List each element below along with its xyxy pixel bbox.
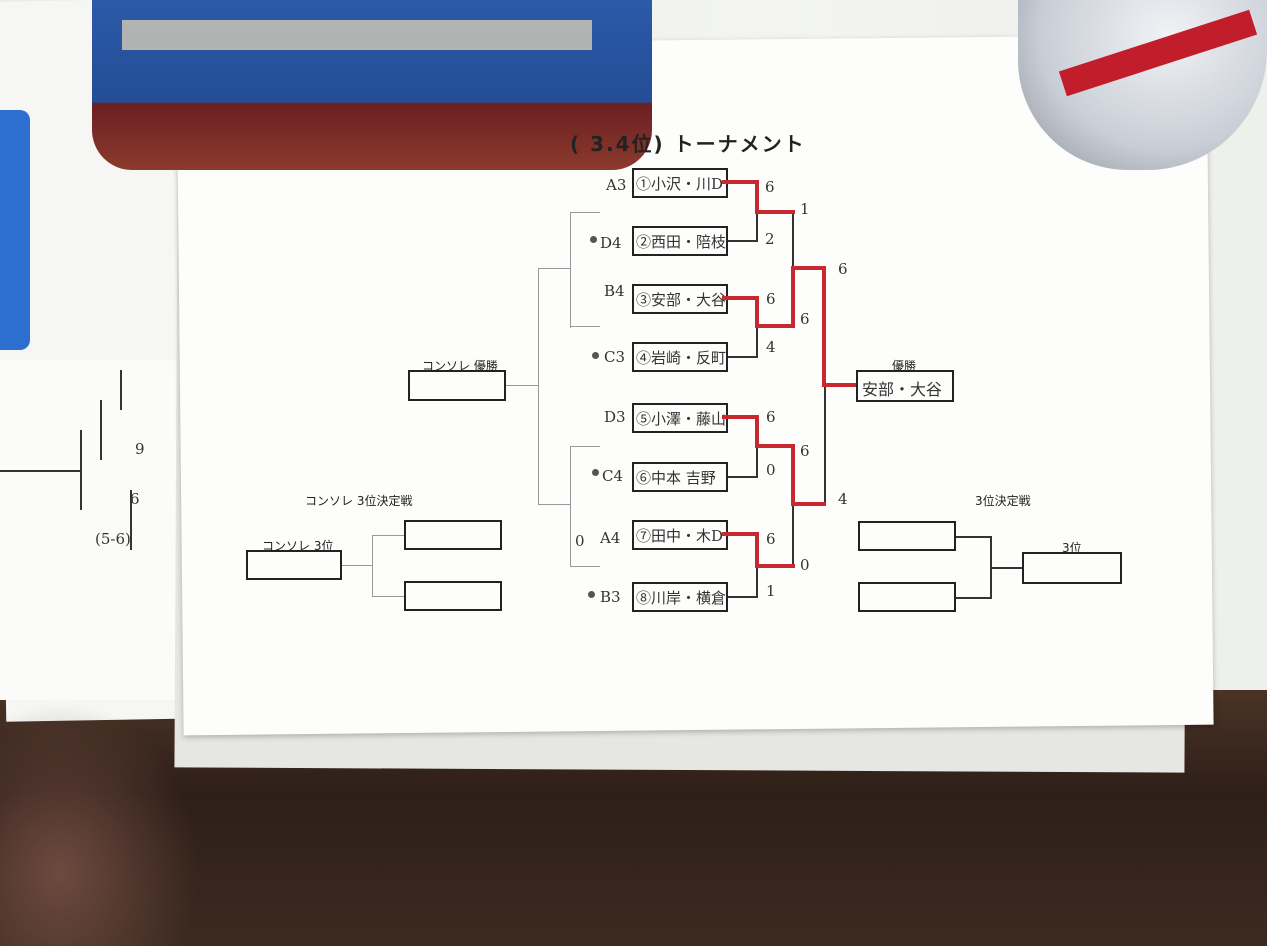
score: 4 bbox=[838, 490, 848, 508]
mark-dot bbox=[590, 236, 597, 243]
entry-seed: B4 bbox=[604, 282, 625, 300]
margin-mark: 0 bbox=[575, 532, 585, 550]
score: 6 bbox=[800, 310, 810, 328]
consolation-3rd-match-label: コンソレ 3位決定戦 bbox=[305, 492, 412, 509]
mark-dot bbox=[592, 352, 599, 359]
entry-seed: D3 bbox=[604, 408, 626, 426]
entry-seed: A3 bbox=[606, 176, 626, 194]
left-sheet-score: (5-6) bbox=[95, 530, 131, 548]
consolation-3rd-slot bbox=[404, 520, 502, 550]
third-place-match-label: 3位決定戦 bbox=[975, 492, 1031, 509]
left-sheet-mark: 9 bbox=[135, 440, 145, 458]
score: 1 bbox=[800, 200, 810, 218]
entry-seed: C4 bbox=[602, 467, 623, 485]
third-place-box bbox=[1022, 552, 1122, 584]
entry-name: ③安部・大谷 bbox=[636, 289, 726, 310]
winner-name: 安部・大谷 bbox=[862, 376, 942, 400]
left-sheet-mark: 6 bbox=[130, 490, 140, 508]
third-place-slot bbox=[858, 521, 956, 551]
score: 1 bbox=[766, 582, 776, 600]
entry-name: ②西田・陪枝 bbox=[636, 231, 726, 252]
entry-name: ⑦田中・木D bbox=[636, 525, 723, 546]
entry-name: ⑧川岸・横倉 bbox=[636, 587, 726, 608]
score: 6 bbox=[838, 260, 848, 278]
consolation-winner-box bbox=[408, 370, 506, 401]
score: 0 bbox=[800, 556, 810, 574]
mark-dot bbox=[588, 591, 595, 598]
entry-seed: B3 bbox=[600, 588, 621, 606]
left-bracket-sheet: (5-6) 9 6 bbox=[0, 360, 190, 700]
entry-name: ⑥中本 吉野 bbox=[636, 467, 716, 488]
entry-seed: C3 bbox=[604, 348, 625, 366]
entry-seed: A4 bbox=[600, 529, 620, 547]
score: 6 bbox=[766, 290, 776, 308]
entry-name: ④岩崎・反町 bbox=[636, 347, 726, 368]
score: 4 bbox=[766, 338, 776, 356]
bracket-title: ( 3.4位) トーナメント bbox=[570, 128, 806, 157]
mark-dot bbox=[592, 469, 599, 476]
score: 2 bbox=[765, 230, 775, 248]
entry-name: ①小沢・川D bbox=[636, 173, 723, 194]
consolation-3rd-box bbox=[246, 550, 342, 580]
blue-bag bbox=[0, 110, 30, 350]
entry-seed: D4 bbox=[600, 234, 622, 252]
third-place-slot bbox=[858, 582, 956, 612]
tin-box bbox=[92, 0, 652, 170]
score: 0 bbox=[766, 461, 776, 479]
score: 6 bbox=[766, 408, 776, 426]
finger-shadow bbox=[0, 700, 200, 946]
consolation-3rd-slot bbox=[404, 581, 502, 611]
score: 6 bbox=[765, 178, 775, 196]
score: 6 bbox=[766, 530, 776, 548]
score: 6 bbox=[800, 442, 810, 460]
entry-name: ⑤小澤・藤山 bbox=[636, 408, 726, 429]
